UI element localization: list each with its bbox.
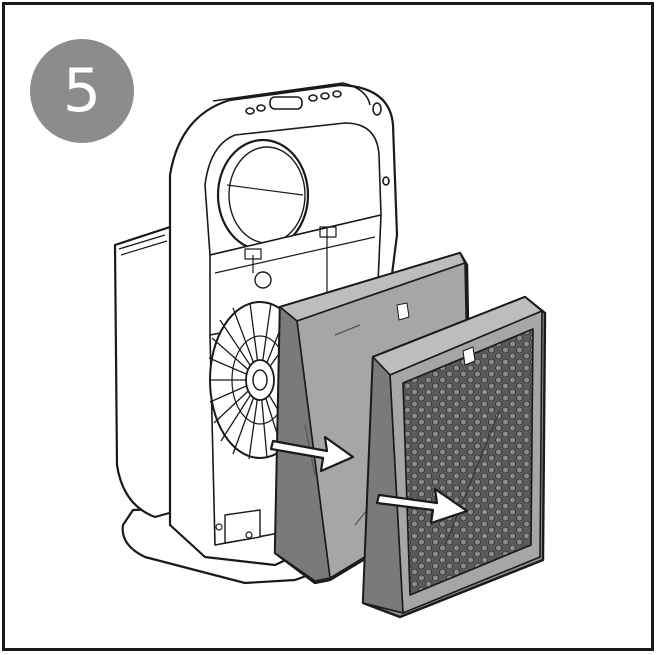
step-number: 5 <box>62 56 102 126</box>
air-outlet <box>216 138 310 252</box>
control-strip <box>212 82 371 106</box>
carbon-filter <box>361 295 547 619</box>
arrow-icon <box>269 435 469 525</box>
step-number-badge: 5 <box>30 39 134 143</box>
carbon-filter-pull-arrow <box>375 487 469 525</box>
rear-housing <box>113 225 182 519</box>
filter-removal-illustration <box>113 82 547 619</box>
pre-filter-pull-arrow <box>269 435 355 473</box>
